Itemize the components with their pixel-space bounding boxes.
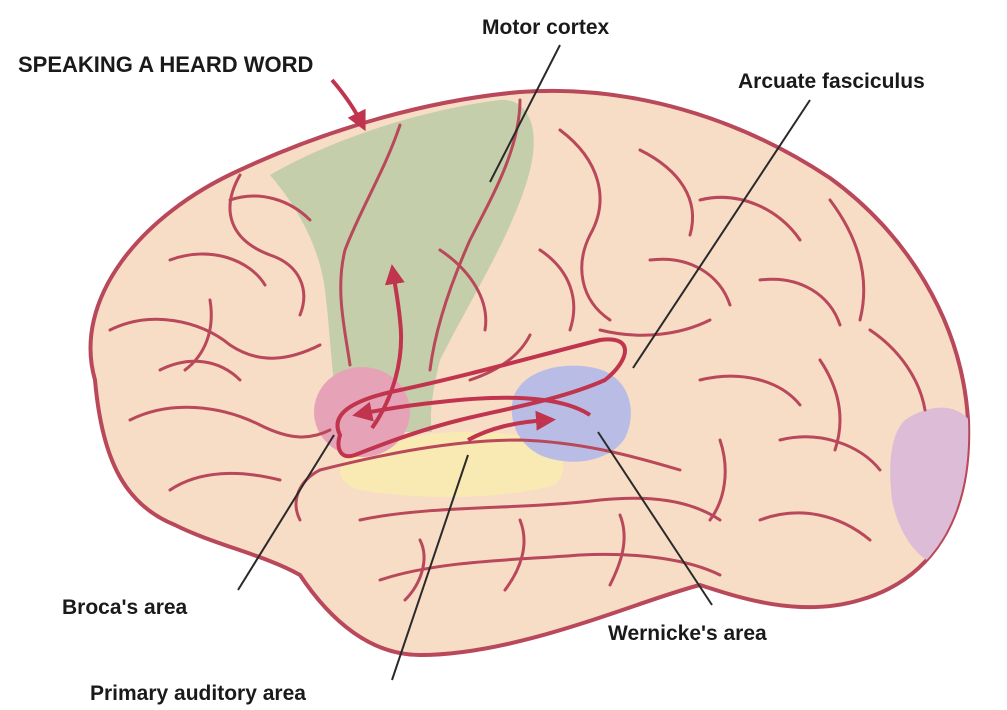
title-pointer-arrow bbox=[332, 80, 362, 124]
brocas-area-label: Broca's area bbox=[62, 596, 188, 619]
primary-auditory-area-label: Primary auditory area bbox=[90, 682, 306, 705]
arcuate-fasciculus-label: Arcuate fasciculus bbox=[738, 70, 925, 93]
diagram-title: SPEAKING A HEARD WORD bbox=[18, 52, 313, 77]
wernickes-area-label: Wernicke's area bbox=[608, 622, 767, 645]
motor-cortex-label: Motor cortex bbox=[482, 16, 610, 39]
wernickes-area-region bbox=[512, 366, 631, 462]
cerebrum-outline bbox=[91, 91, 969, 655]
